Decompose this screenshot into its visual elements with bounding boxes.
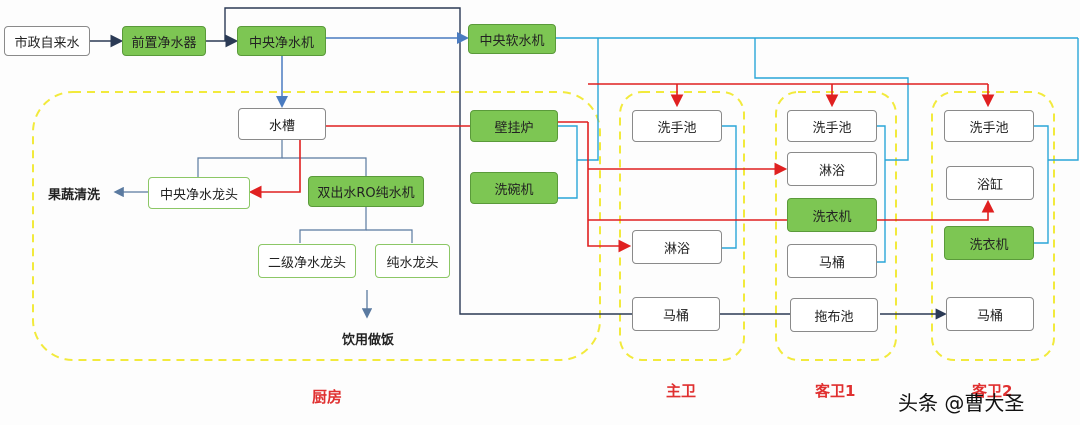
master-basin-node: 洗手池 xyxy=(632,110,722,142)
guest2-washer-node: 洗衣机 xyxy=(944,226,1034,260)
master-shower-node: 淋浴 xyxy=(632,230,722,264)
flow-prefilter-toilets xyxy=(224,7,632,315)
zone-master-label: 主卫 xyxy=(666,382,697,400)
pure-faucet-node: 纯水龙头 xyxy=(375,244,450,278)
guest2-toilet-node: 马桶 xyxy=(946,297,1034,331)
bracket-guest2 xyxy=(1034,125,1049,244)
flow-sink-ro xyxy=(282,157,367,176)
hot-boiler-faucet xyxy=(248,125,470,199)
central-faucet-node: 中央净水龙头 xyxy=(148,177,250,209)
zone-guest2-label: 客卫2 xyxy=(972,382,1013,400)
central-purifier-node: 中央净水机 xyxy=(237,26,326,56)
drink-cook-label: 饮用做饭 xyxy=(342,333,395,348)
bracket-master xyxy=(722,125,737,249)
flow-sink-split xyxy=(197,140,283,180)
flow-softener-guest2 xyxy=(1048,38,1079,161)
municipal-water-node: 市政自来水 xyxy=(4,26,90,56)
guest2-basin-node: 洗手池 xyxy=(944,110,1034,142)
pre-filter-node: 前置净水器 xyxy=(122,26,206,56)
ro-machine-node: 双出水RO纯水机 xyxy=(308,176,424,207)
hot-to-master-shower xyxy=(587,122,632,253)
flow-ro-pure xyxy=(366,229,413,243)
bracket-guest1 xyxy=(877,125,886,263)
zone-guest1-outline xyxy=(775,91,897,361)
guest1-basin-node: 洗手池 xyxy=(787,110,877,142)
flow-softener-guest1 xyxy=(754,38,909,161)
guest2-bathtub-node: 浴缸 xyxy=(946,166,1034,200)
fruit-wash-label: 果蔬清洗 xyxy=(48,188,101,203)
bracket-kitchen xyxy=(558,125,578,199)
zone-kitchen-outline xyxy=(32,91,601,361)
zone-guest2-outline xyxy=(931,91,1055,361)
flow-softener-kitchen xyxy=(577,38,599,161)
watermark: 头条 @曹大圣 xyxy=(898,391,1025,415)
guest1-shower-node: 淋浴 xyxy=(787,152,877,186)
wall-boiler-node: 壁挂炉 xyxy=(470,110,558,142)
guest1-mop-node: 拖布池 xyxy=(790,298,878,332)
zone-guest1-label: 客卫1 xyxy=(815,382,856,400)
dishwasher-node: 洗碗机 xyxy=(470,172,558,204)
flow-ro-split xyxy=(299,206,367,243)
master-toilet-node: 马桶 xyxy=(632,297,720,331)
central-softener-node: 中央软水机 xyxy=(468,24,556,54)
guest1-washer-node: 洗衣机 xyxy=(787,198,877,232)
secondary-faucet-node: 二级净水龙头 xyxy=(258,244,356,278)
guest1-toilet-node: 马桶 xyxy=(787,244,877,278)
sink-node: 水槽 xyxy=(238,108,326,140)
zone-master-outline xyxy=(619,91,745,361)
hot-guest2-bathtub xyxy=(588,199,995,221)
zone-kitchen-label: 厨房 xyxy=(312,388,343,406)
